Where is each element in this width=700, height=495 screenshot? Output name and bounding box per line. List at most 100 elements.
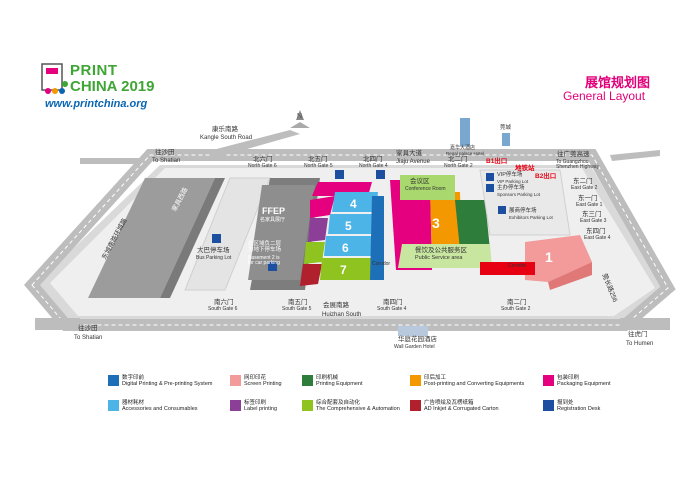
vip-parking-cn: VIP停车场 (497, 172, 523, 178)
ffep-label: FFEP (262, 206, 286, 216)
hall-red-left (300, 264, 322, 286)
basement-note-cn: 此区域负二层 为地下停车场 (248, 241, 282, 253)
legend-swatch-5 (108, 400, 119, 411)
parking-icon (486, 184, 494, 192)
basement-note-en: Basement 2 is for car parking (248, 255, 280, 266)
gate-south2-cn: 南二门 (507, 299, 527, 306)
to-shatian-bottom-en: To Shatian (74, 335, 103, 341)
hall-6-block (324, 236, 374, 256)
to-guangzhou-cn: 往广莞高速 (557, 151, 590, 158)
exit-b2: B2出口 (535, 173, 557, 180)
hall-number-6: 6 (342, 241, 349, 255)
logo-line1: PRINT (70, 62, 118, 79)
gate-east2-cn: 东二门 (573, 178, 593, 185)
legend-swatch-3 (410, 375, 421, 386)
gate-south5-cn: 南五门 (288, 299, 308, 306)
hall-5-block (328, 214, 376, 234)
corridor-label: Corridor (372, 261, 391, 267)
parking-icon (486, 173, 494, 181)
hall-7-block (320, 258, 372, 280)
legend-swatch-6 (230, 400, 241, 411)
regal-hotel-cn: 嘉华大酒店 (450, 145, 476, 151)
hall-4-block (332, 192, 378, 212)
legend-swatch-2 (302, 375, 313, 386)
gate-east3-en: East Gate 3 (580, 218, 607, 224)
wall-garden-hotel-en: Wall Garden Hotel (394, 344, 435, 350)
hall-1-block (525, 235, 592, 282)
public-service-en: Public Service area (415, 255, 463, 261)
wall-garden-hotel-cn: 华庭花园酒店 (398, 336, 437, 343)
public-service-cn: 餐饮及公共服务区 (415, 247, 467, 254)
gate-south5-en: South Gate 5 (282, 306, 312, 312)
gate-north2-en: North Gate 2 (444, 163, 473, 169)
road-jiaju-en: Jiaju Avenue (396, 159, 430, 165)
compass-n: N (297, 113, 302, 120)
conference-en: Conference Room (405, 186, 446, 192)
legend-swatch-8 (410, 400, 421, 411)
compass-arrow-icon (296, 110, 304, 120)
gate-north4-en: North Gate 4 (359, 163, 388, 169)
logo-line2: CHINA 2019 (70, 78, 155, 95)
gate-east4-en: East Gate 4 (584, 235, 611, 241)
conference-cn: 会议区 (410, 178, 430, 185)
parking-icon (498, 206, 506, 214)
bus-parking-en: Bus Parking Lot (196, 255, 232, 261)
conference-area (400, 175, 455, 200)
gate-north5-en: North Gate 5 (304, 163, 333, 169)
metro-station-label: 地铁站 (515, 165, 535, 172)
bus-parking-area (184, 177, 271, 291)
hall-number-1: 1 (545, 249, 553, 265)
hall-green-left (304, 242, 325, 264)
page-title-cn: 展馆规划图 (585, 75, 651, 90)
corridor-red (480, 262, 535, 275)
west-strip (88, 178, 215, 298)
regal-hotel-building (460, 118, 470, 146)
west-strip-edge (160, 178, 225, 298)
road-kangle-en: Kangle South Road (200, 135, 253, 141)
parking-icon (212, 234, 221, 243)
wancheng-label: 莞城 (500, 125, 512, 131)
hall-3-orange (430, 192, 462, 260)
to-shatian-top-en: To Shatian (152, 158, 181, 164)
parking-icon (335, 170, 344, 179)
vip-parking-en: VIP Parking Lot (497, 179, 529, 184)
exit-b1: B1出口 (486, 158, 508, 165)
gate-south4-cn: 南四门 (383, 299, 403, 306)
sponsor-parking-en: Sponsors Parking Lot (497, 192, 541, 197)
road-to-humen (620, 318, 670, 330)
hall-number-7: 7 (340, 263, 347, 277)
regal-hotel-en: Regal palace Hotel (446, 151, 485, 156)
logo-url[interactable]: www.printchina.org (45, 98, 148, 110)
to-shatian-bottom-cn: 往沙田 (78, 325, 98, 332)
gate-north6-en: North Gate 6 (248, 163, 277, 169)
legend-swatch-0 (108, 375, 119, 386)
public-service-area (398, 244, 492, 268)
hall-side-blue (370, 196, 384, 280)
gate-north5-cn: 北五门 (308, 156, 328, 163)
bus-parking-cn: 大巴停车场 (197, 247, 230, 254)
parking-icon (376, 170, 385, 179)
to-guangzhou-en: To Guangzhou Shenzhen Highway (556, 159, 600, 170)
sponsor-parking-cn: 主办停车场 (497, 185, 525, 191)
to-shatian-top-cn: 往沙田 (155, 149, 175, 156)
hall-number-3: 3 (432, 215, 440, 231)
gate-south6-en: South Gate 6 (208, 306, 238, 312)
hall-pink-left (310, 196, 335, 218)
hall-purple-left (308, 218, 328, 242)
to-humen-cn: 往虎门 (628, 331, 648, 338)
wancheng-building (502, 133, 510, 146)
gate-east2-en: East Gate 2 (571, 185, 598, 191)
road-to-shatian-top (80, 158, 140, 164)
hall-3-green (455, 200, 490, 250)
ffep-hall-label: 名家具展厅 (260, 217, 286, 223)
gate-east4-cn: 东四门 (586, 228, 606, 235)
